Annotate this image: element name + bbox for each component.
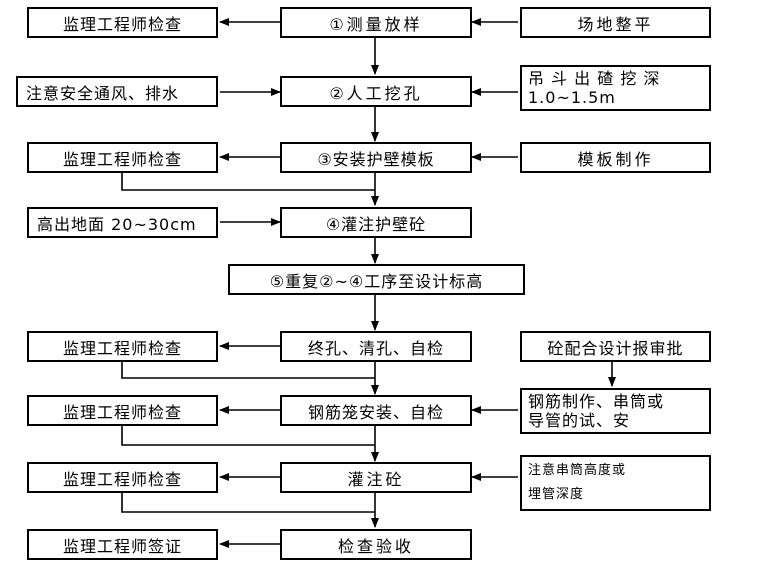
- right-bucket-excavation-depth: 吊 斗 出 碴 挖 深 1.0~1.5m: [520, 65, 711, 111]
- step-pour-wall-concrete: ④灌注护壁砼: [280, 207, 472, 238]
- elbow-l3-s4: [121, 173, 375, 191]
- step-survey: ①测量放样: [280, 7, 472, 38]
- step-manual-excavation: ②人工挖孔: [280, 76, 472, 107]
- left-ventilation-drainage-note: 注意安全通风、排水: [16, 76, 218, 107]
- right-bucket-line-1: 吊 斗 出 碴 挖 深: [528, 69, 661, 88]
- right-formwork-fabrication: 模板制作: [520, 142, 711, 173]
- left-supervisor-check-5: 监理工程师检查: [27, 462, 218, 493]
- left-height-above-ground-note: 高出地面 20~30cm: [27, 207, 218, 238]
- right-site-leveling: 场地整平: [520, 7, 711, 38]
- step-inspection-acceptance: 检查验收: [280, 529, 472, 560]
- elbow-l6-s7: [121, 362, 375, 379]
- left-supervisor-check-4: 监理工程师检查: [27, 395, 218, 426]
- step-rebar-cage-install: 钢筋笼安装、自检: [280, 395, 472, 426]
- right-rebar-line-1: 钢筋制作、串筒或: [528, 392, 665, 411]
- right-bucket-line-2: 1.0~1.5m: [528, 88, 616, 107]
- step-repeat-to-elevation: ⑤重复②~④工序至设计标高: [228, 264, 525, 295]
- left-supervisor-check-2: 监理工程师检查: [27, 142, 218, 173]
- elbow-l8-s9: [121, 493, 375, 513]
- step-pour-concrete: 灌注砼: [280, 462, 472, 493]
- step-install-formwork: ③安装护壁模板: [280, 142, 472, 173]
- left-supervisor-signoff: 监理工程师签证: [27, 529, 218, 560]
- elbow-l7-s8: [121, 426, 375, 446]
- right-mix-design-approval: 砼配合设计报审批: [520, 331, 711, 362]
- right-chute-line-1: 注意串筒高度或: [528, 463, 627, 478]
- step-final-hole-clean: 终孔、清孔、自检: [280, 331, 472, 362]
- right-rebar-fabrication: 钢筋制作、串筒或 导管的试、安: [520, 388, 711, 434]
- left-supervisor-check-1: 监理工程师检查: [27, 7, 218, 38]
- right-chute-line-2: 埋管深度: [528, 487, 585, 502]
- left-supervisor-check-3: 监理工程师检查: [27, 331, 218, 362]
- right-chute-height-note: 注意串筒高度或 埋管深度: [520, 455, 711, 511]
- right-rebar-line-2: 导管的试、安: [528, 411, 631, 430]
